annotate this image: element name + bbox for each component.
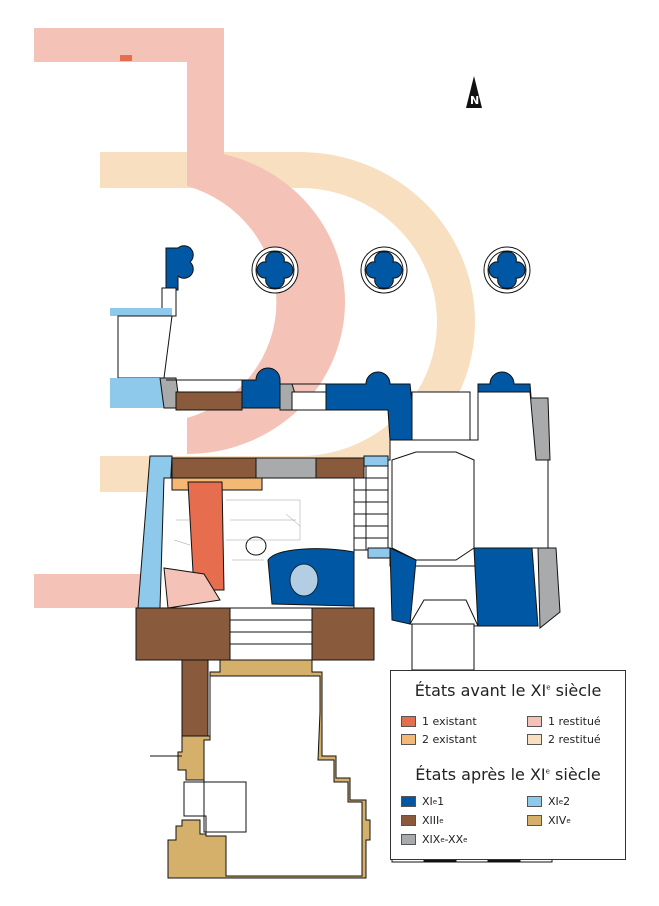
swatch-xix-xx <box>401 834 416 845</box>
crossing-grey-mass <box>537 547 561 630</box>
legend-item-2-existant: 2 existant <box>401 733 477 746</box>
swatch-2-restitue <box>527 734 542 745</box>
crossing-xi1-masses <box>389 547 539 627</box>
legend-title-after: États après le XIe siècle <box>415 765 601 784</box>
swatch-1-restitue <box>527 716 542 727</box>
narthex-tower <box>150 659 371 879</box>
swatch-xiii <box>401 815 416 826</box>
legend-item-1-existant: 1 existant <box>401 715 477 728</box>
entry-block <box>135 607 375 661</box>
pier-column-1 <box>251 246 299 294</box>
north-arrow-icon <box>466 76 482 108</box>
swatch-2-existant <box>401 734 416 745</box>
pier-column-3 <box>483 246 531 294</box>
excavation-area <box>137 455 391 609</box>
crossing-stairs <box>353 465 389 551</box>
piers-north-row <box>161 245 531 317</box>
swatch-1-existant <box>401 716 416 727</box>
legend: États avant le XIe siècle 1 existant 1 r… <box>390 670 626 860</box>
swatch-xiv <box>527 815 542 826</box>
swatch-xi2 <box>527 796 542 807</box>
legend-item-1-restitue: 1 restitué <box>527 715 601 728</box>
pier-column-2 <box>360 246 408 294</box>
crossing-tower <box>375 391 549 567</box>
legend-title-before: États avant le XIe siècle <box>414 681 602 700</box>
legend-item-2-restitue: 2 restitué <box>527 733 601 746</box>
state-1-existing-fragment <box>120 55 132 61</box>
north-label: N <box>470 94 479 107</box>
excavation-hatching <box>173 499 301 561</box>
swatch-xi1 <box>401 796 416 807</box>
east-apse <box>409 599 479 671</box>
